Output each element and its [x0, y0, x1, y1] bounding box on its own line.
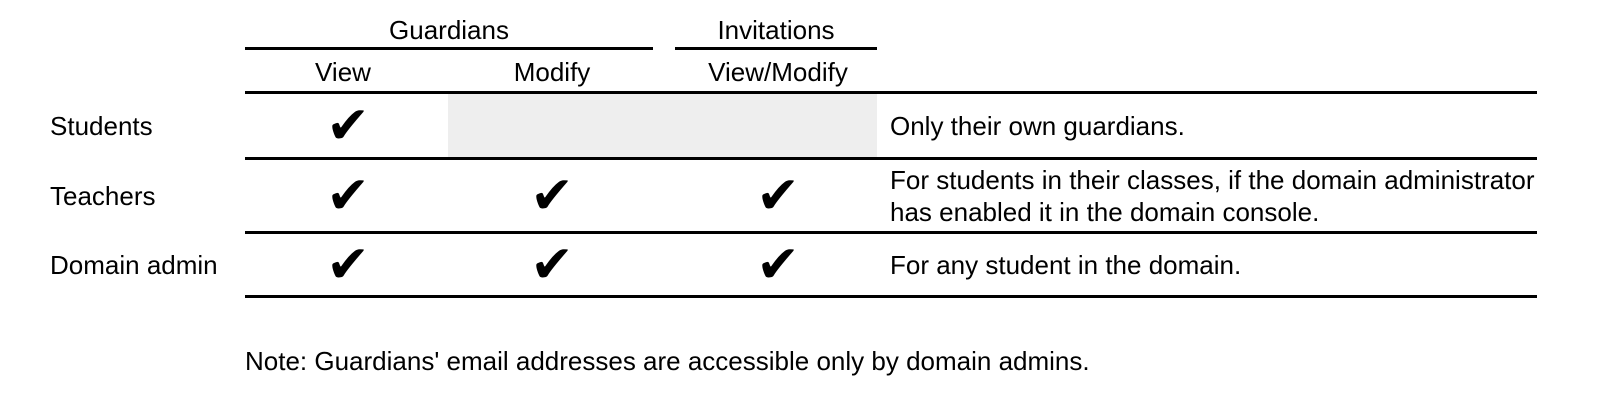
row-note-domain-admin: For any student in the domain. — [890, 249, 1242, 280]
row-divider — [245, 295, 1537, 298]
column-header-view: View — [315, 57, 371, 87]
row-label-domain-admin: Domain admin — [50, 250, 218, 280]
guardians-underline — [245, 47, 653, 50]
row-label-students: Students — [50, 111, 153, 141]
header-divider — [245, 91, 1537, 94]
column-header-modify: Modify — [513, 57, 591, 87]
not-applicable-shade — [448, 94, 877, 157]
check-icon: ✔ — [756, 165, 800, 226]
row-divider — [245, 231, 1537, 234]
check-icon: ✔ — [530, 165, 574, 226]
row-note-teachers: For students in their classes, if the do… — [890, 164, 1535, 227]
column-group-guardians: Guardians — [389, 15, 509, 45]
row-divider — [245, 157, 1537, 160]
check-icon: ✔ — [756, 234, 800, 295]
row-label-teachers: Teachers — [50, 181, 156, 211]
column-group-invitations: Invitations — [717, 15, 835, 45]
footnote: Note: Guardians' email addresses are acc… — [245, 346, 1090, 376]
invitations-underline — [675, 47, 877, 50]
row-note-students: Only their own guardians. — [890, 110, 1185, 141]
check-icon: ✔ — [326, 95, 370, 156]
column-header-view-modify: View/Modify — [708, 57, 848, 87]
check-icon: ✔ — [530, 234, 574, 295]
check-icon: ✔ — [326, 165, 370, 226]
check-icon: ✔ — [326, 234, 370, 295]
